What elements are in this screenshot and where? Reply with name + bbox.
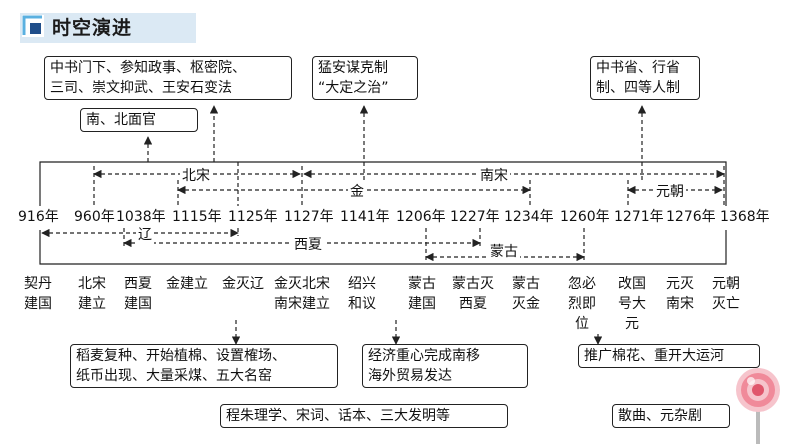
span-label-western-xia: 西夏 <box>292 234 324 254</box>
year-label: 1127年 <box>284 209 334 225</box>
box-yuan-system: 中书省、行省 制、四等人制 <box>590 56 700 100</box>
event-label: 蒙古 灭金 <box>512 276 540 312</box>
event-label: 改国 号大 元 <box>618 276 646 332</box>
year-label: 1271年 <box>614 209 664 225</box>
year-label: 1260年 <box>560 209 610 225</box>
title-banner <box>20 13 196 43</box>
year-label: 1125年 <box>228 209 278 225</box>
year-label: 960年 <box>74 209 115 225</box>
span-label-jin: 金 <box>348 181 366 201</box>
corner-bracket-icon <box>22 15 44 37</box>
event-label: 元朝 灭亡 <box>712 276 740 312</box>
span-label-northern-song: 北宋 <box>180 165 212 185</box>
year-label: 1276年 <box>666 209 716 225</box>
event-label: 金灭辽 <box>222 276 264 292</box>
span-label-mongol: 蒙古 <box>488 241 520 261</box>
year-label: 1115年 <box>172 209 222 225</box>
box-yuan-culture: 散曲、元杂剧 <box>612 404 730 428</box>
span-label-liao: 辽 <box>136 224 154 244</box>
year-label: 1368年 <box>720 209 770 225</box>
event-label: 金灭北宋 南宋建立 <box>274 276 330 312</box>
year-label: 1234年 <box>504 209 554 225</box>
year-label: 1141年 <box>340 209 390 225</box>
event-label: 西夏 建国 <box>124 276 152 312</box>
event-label: 忽必 烈即 位 <box>568 276 596 332</box>
lollipop-icon <box>736 368 780 444</box>
box-song-politics: 中书门下、参知政事、枢密院、 三司、崇文抑武、王安石变法 <box>44 56 292 100</box>
page-title: 时空演进 <box>52 17 133 39</box>
box-song-culture: 程朱理学、宋词、话本、三大发明等 <box>220 404 508 428</box>
span-label-yuan: 元朝 <box>654 181 686 201</box>
event-label: 元灭 南宋 <box>666 276 694 312</box>
event-label: 蒙古 建国 <box>408 276 436 312</box>
box-song-economy: 稻麦复种、开始植棉、设置榷场、 纸币出现、大量采煤、五大名窑 <box>70 344 338 388</box>
event-label: 北宋 建立 <box>78 276 106 312</box>
event-label: 绍兴 和议 <box>348 276 376 312</box>
span-label-southern-song: 南宋 <box>478 165 510 185</box>
box-liao-officials: 南、北面官 <box>80 108 198 132</box>
box-economic-shift: 经济重心完成南移 海外贸易发达 <box>362 344 528 388</box>
year-label: 916年 <box>18 209 59 225</box>
year-label: 1227年 <box>450 209 500 225</box>
year-label: 1038年 <box>116 209 166 225</box>
year-label: 1206年 <box>396 209 446 225</box>
event-label: 金建立 <box>166 276 208 292</box>
box-yuan-economy: 推广棉花、重开大运河 <box>578 344 760 368</box>
event-label: 契丹 建国 <box>24 276 52 312</box>
box-jin-system: 猛安谋克制 “大定之治” <box>312 56 418 100</box>
event-label: 蒙古灭 西夏 <box>452 276 494 312</box>
